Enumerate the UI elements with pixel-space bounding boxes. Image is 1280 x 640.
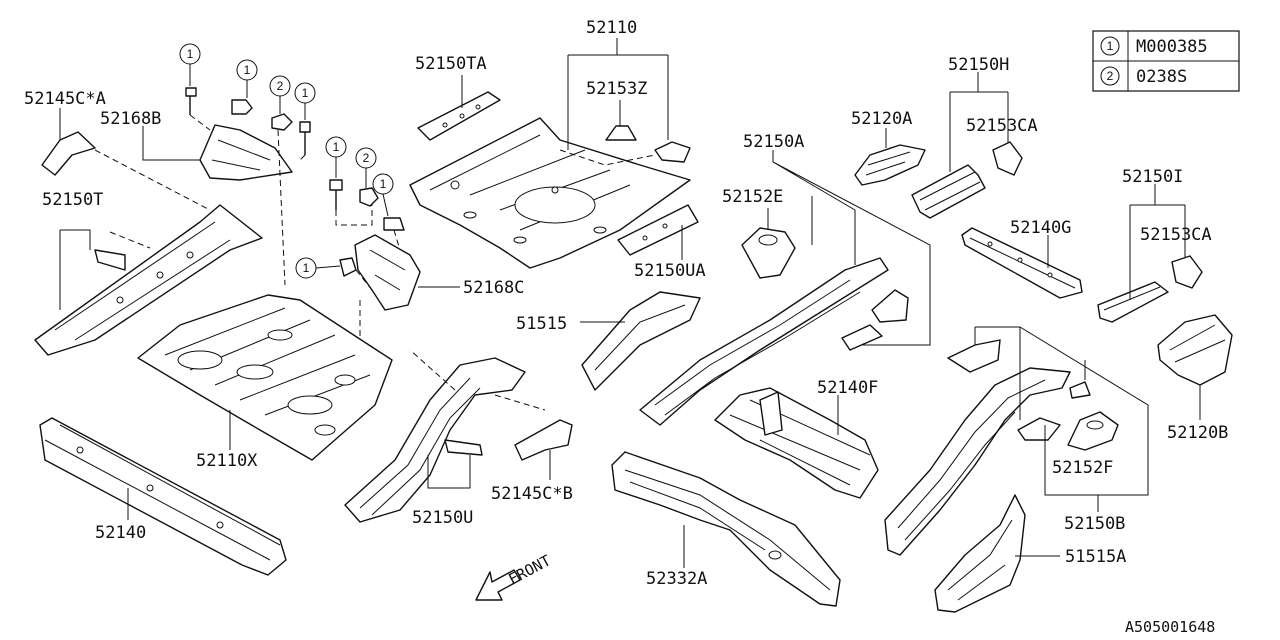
part-52168C <box>354 234 460 311</box>
part-52145CB <box>514 419 573 480</box>
label-52140G: 52140G <box>1010 218 1071 238</box>
callout-1-f: 1 <box>303 261 310 275</box>
diagram-id: A505001648 <box>1125 618 1215 636</box>
callout-2-b-icon <box>355 147 377 188</box>
callout-1-b: 1 <box>244 63 251 77</box>
callout-1-e-icon <box>372 173 394 217</box>
part-51515A <box>934 494 1060 613</box>
label-52120A: 52120A <box>851 109 912 129</box>
part-52150B <box>884 326 1149 556</box>
label-52168B: 52168B <box>100 109 161 129</box>
part-52332A <box>611 451 841 607</box>
front-label: FRONT <box>505 551 553 588</box>
label-52150UA: 52150UA <box>634 261 706 281</box>
legend-callout-1-icon <box>1100 36 1120 56</box>
label-52145CB: 52145C*B <box>491 484 573 504</box>
part-52120A <box>854 128 926 186</box>
label-52140F: 52140F <box>817 378 878 398</box>
legend-code-1: M000385 <box>1136 37 1208 57</box>
label-52145CA: 52145C*A <box>24 89 106 109</box>
fastener-cluster-lower <box>329 179 405 360</box>
part-51515 <box>580 291 701 391</box>
part-52150H <box>911 72 1009 219</box>
part-52168B <box>142 124 293 181</box>
part-52150U <box>344 357 526 523</box>
legend-num-1: 1 <box>1107 39 1114 53</box>
label-51515A: 51515A <box>1065 547 1126 567</box>
callout-1-c: 1 <box>302 86 309 100</box>
label-52152F: 52152F <box>1052 458 1113 478</box>
legend-callout-2-icon <box>1100 66 1120 86</box>
part-52140 <box>39 417 287 576</box>
label-52150A: 52150A <box>743 132 804 152</box>
label-52110: 52110 <box>586 18 637 38</box>
fastener-cluster-upper <box>185 87 311 286</box>
callout-1-d: 1 <box>333 140 340 154</box>
label-52168C: 52168C <box>463 278 524 298</box>
part-52140F <box>714 387 879 499</box>
label-52153CA-2: 52153CA <box>1140 225 1212 245</box>
part-52150I <box>1097 184 1186 323</box>
callout-1-d-icon <box>325 136 347 178</box>
callout-2-b: 2 <box>363 151 370 165</box>
callout-1-a: 1 <box>187 47 194 61</box>
label-52153Z: 52153Z <box>586 79 647 99</box>
front-arrow-icon <box>475 569 521 601</box>
callout-1-b-icon <box>236 59 258 98</box>
label-52150H: 52150H <box>948 55 1009 75</box>
legend-table: 1 M000385 2 0238S <box>1092 30 1240 92</box>
part-52145CA <box>41 108 96 176</box>
part-52110-rear-floor <box>409 117 691 269</box>
part-52110X <box>137 294 393 461</box>
label-52150TA: 52150TA <box>415 54 487 74</box>
part-52120B <box>1157 314 1233 420</box>
callout-1-a-icon <box>179 43 201 86</box>
label-52152E: 52152E <box>722 187 783 207</box>
part-52140G <box>961 227 1083 299</box>
label-52150U: 52150U <box>412 508 473 528</box>
part-52153Z <box>605 100 637 141</box>
label-52153CA-1: 52153CA <box>966 116 1038 136</box>
legend-num-2: 2 <box>1107 69 1114 83</box>
part-52150T <box>34 204 263 356</box>
part-52153CA-1 <box>992 141 1023 176</box>
label-52120B: 52120B <box>1167 423 1228 443</box>
label-51515: 51515 <box>516 314 567 334</box>
legend-code-2: 0238S <box>1136 67 1187 87</box>
callout-1-f-icon <box>295 257 341 279</box>
part-52152F <box>1067 411 1119 451</box>
label-52332A: 52332A <box>646 569 707 589</box>
part-52150TA <box>417 75 501 141</box>
label-52150T: 52150T <box>42 190 103 210</box>
label-52150B: 52150B <box>1064 514 1125 534</box>
callout-1-c-icon <box>294 82 316 120</box>
part-52150A <box>639 150 931 426</box>
part-52152E <box>741 208 796 279</box>
label-52140: 52140 <box>95 523 146 543</box>
callout-2-a: 2 <box>277 79 284 93</box>
part-52153CA-2 <box>1171 255 1203 289</box>
part-52150UA <box>617 204 699 260</box>
callout-2-a-icon <box>269 75 291 114</box>
label-52150I: 52150I <box>1122 167 1183 187</box>
label-52110X: 52110X <box>196 451 258 471</box>
callout-1-e: 1 <box>380 177 387 191</box>
